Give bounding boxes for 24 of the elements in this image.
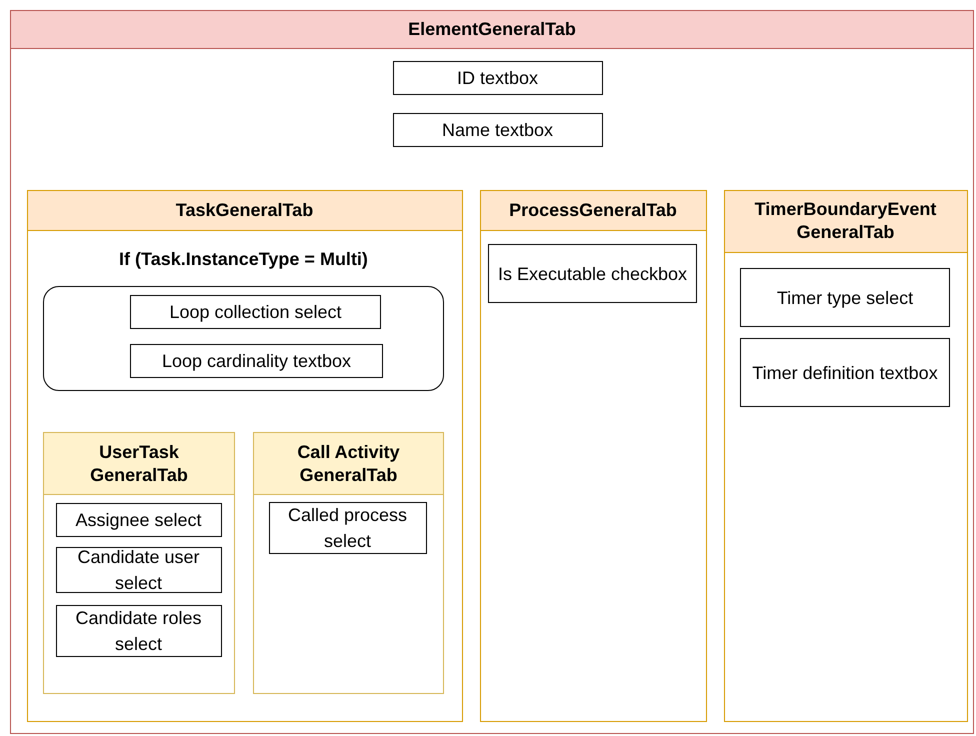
panel-title: TimerBoundaryEvent GeneralTab <box>724 190 966 252</box>
panel <box>253 432 444 694</box>
panel <box>724 190 968 722</box>
form-field-box: Timer definition textbox <box>740 338 950 407</box>
panel-title: ElementGeneralTab <box>11 11 973 49</box>
form-field-box: Loop cardinality textbox <box>130 344 383 378</box>
panel-title: UserTask GeneralTab <box>44 433 234 495</box>
form-field-box: Timer type select <box>740 268 950 327</box>
form-field-box: Assignee select <box>56 502 222 536</box>
form-field-box: Loop collection select <box>130 295 381 329</box>
form-field-box: Candidate roles select <box>56 604 222 656</box>
form-field-box: ID textbox <box>392 60 602 94</box>
form-field-box: Candidate user select <box>56 546 222 592</box>
form-field-box: Called process select <box>268 502 426 554</box>
panel-title: ProcessGeneralTab <box>480 190 706 230</box>
form-field-box: Is Executable checkbox <box>488 244 697 303</box>
panel <box>10 10 974 734</box>
panel <box>26 190 462 722</box>
panel <box>43 432 235 694</box>
form-field-box: Name textbox <box>392 112 602 146</box>
panel <box>480 190 706 722</box>
condition-heading: If (Task.InstanceType = Multi) <box>118 248 369 271</box>
panel-title: Call Activity GeneralTab <box>254 433 443 495</box>
panel-title: TaskGeneralTab <box>28 190 462 230</box>
